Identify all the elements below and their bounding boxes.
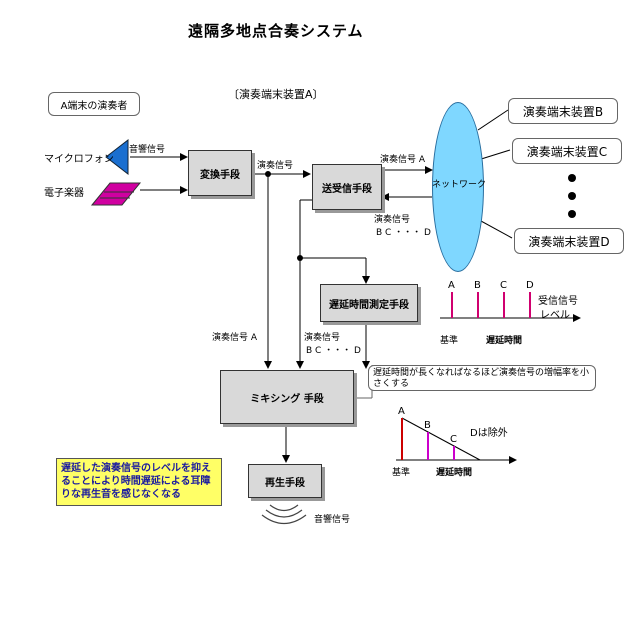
- mic-label: マイクロフォン: [44, 150, 114, 165]
- play-block: 再生手段: [248, 464, 322, 498]
- chart2-excluded-label: Dは除外: [470, 424, 508, 439]
- sound-wave-icon: [262, 505, 306, 524]
- chart1-ylabel-1: 受信信号: [538, 292, 578, 307]
- perf-signal-bcd-left: B C ・・・ D: [306, 343, 361, 356]
- perf-signal-a-top: 演奏信号 A: [380, 152, 425, 165]
- convert-block: 変換手段: [188, 150, 252, 196]
- chart2-letter-c: C: [450, 434, 457, 445]
- keyboard-icon: [92, 183, 140, 205]
- note-box: 遅延時間が長くなればなるほど演奏信号の増幅率を小さくする: [368, 365, 596, 391]
- delay-block: 遅延時間測定手段: [320, 284, 418, 322]
- sound-signal-label: 音響信号: [129, 142, 165, 155]
- page-title: 遠隔多地点合奏システム: [188, 20, 364, 41]
- perf-signal-bcd-left-label: 演奏信号: [304, 330, 340, 343]
- device-b-box: 演奏端末装置B: [508, 98, 618, 124]
- output-sound-label: 音響信号: [314, 512, 350, 525]
- chart2-base-label: 基準: [392, 465, 410, 478]
- chart2-slope-line: [402, 418, 480, 460]
- network-label: ネットワーク: [432, 177, 486, 190]
- device-c-box: 演奏端末装置C: [512, 138, 622, 164]
- chart1-base-label: 基準: [440, 333, 458, 346]
- mixing-block: ミキシング 手段: [220, 370, 354, 424]
- perf-signal-a-left: 演奏信号 A: [212, 330, 257, 343]
- chart1-ylabel-2: レベル: [540, 306, 570, 321]
- instrument-label: 電子楽器: [44, 184, 84, 199]
- chart1-letter-d: D: [526, 280, 534, 291]
- performer-label: A端末の演奏者: [48, 92, 140, 116]
- perf-signal-bcd-top-label: 演奏信号: [374, 212, 410, 225]
- tx-block: 送受信手段: [312, 164, 382, 210]
- chart1-xlabel: 遅延時間: [486, 333, 522, 346]
- device-d-box: 演奏端末装置D: [514, 228, 624, 254]
- chart1-letter-b: B: [474, 280, 481, 291]
- perf-signal-label: 演奏信号: [257, 158, 293, 171]
- perf-signal-bcd-top: B C ・・・ D: [376, 225, 431, 238]
- highlight-note: 遅延した演奏信号のレベルを抑えることにより時間遅延による耳障りな再生音を感じなく…: [56, 458, 222, 506]
- chart2-xlabel: 遅延時間: [436, 465, 472, 478]
- section-label: 〔演奏端末装置A〕: [228, 86, 324, 102]
- chart2-letter-b: B: [424, 420, 431, 431]
- chart1-letter-a: A: [448, 280, 455, 291]
- chart1-letter-c: C: [500, 280, 507, 291]
- chart2-letter-a: A: [398, 406, 405, 417]
